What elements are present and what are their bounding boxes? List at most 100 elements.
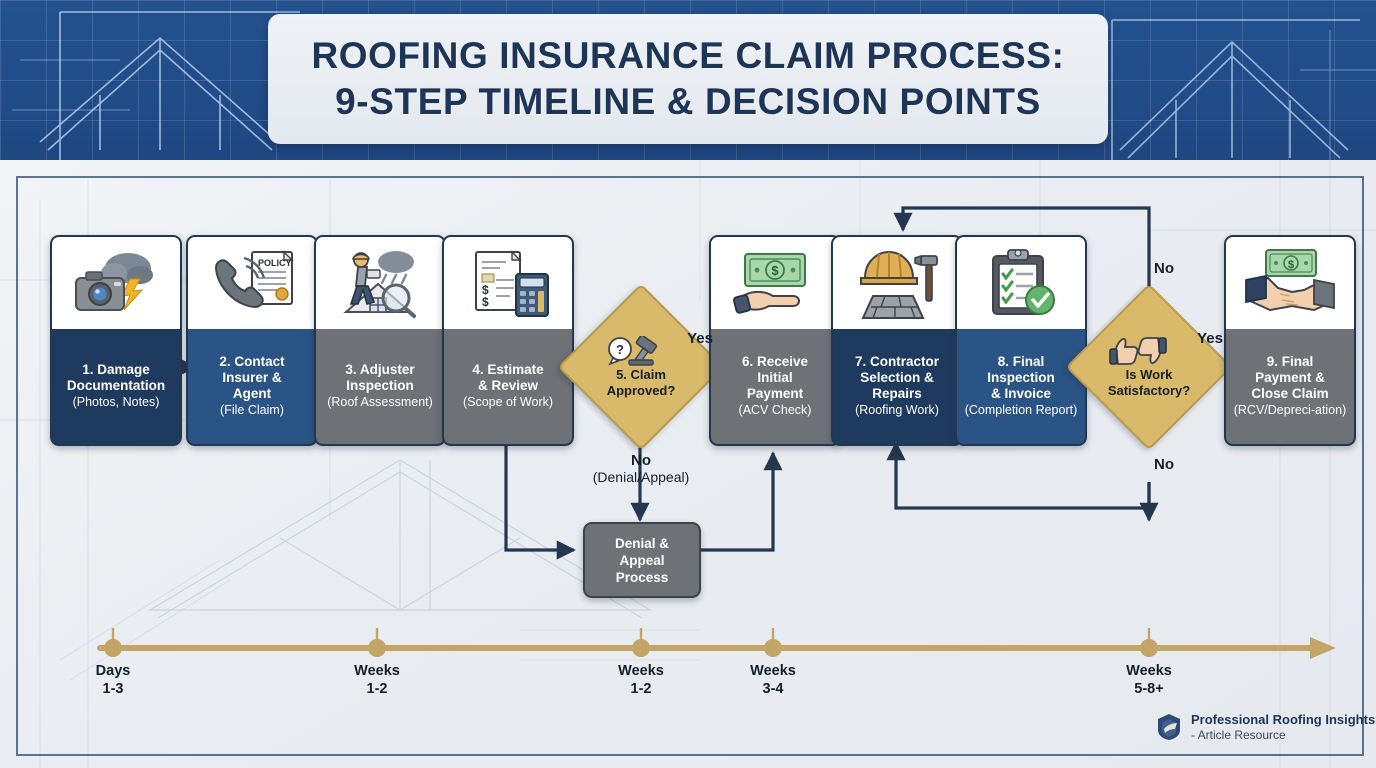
checklist-approved-icon bbox=[957, 237, 1085, 329]
decision-sat-line2: Satisfactory? bbox=[1107, 382, 1191, 398]
step-8-line2: Inspection bbox=[987, 369, 1055, 385]
tl-4-line1: Weeks bbox=[750, 663, 796, 679]
header-banner: ROOFING INSURANCE CLAIM PROCESS: 9-STEP … bbox=[0, 0, 1376, 160]
edge-label-approved-no: No (Denial/Appeal) bbox=[570, 452, 712, 486]
decision-work-satisfactory[interactable]: Is Work Satisfactory? bbox=[1065, 283, 1233, 451]
step-card-6-label: 6. Receive Initial Payment (ACV Check) bbox=[711, 329, 839, 444]
tl-1-line2: 1-3 bbox=[102, 681, 124, 697]
edge-label-approved-yes: Yes bbox=[687, 330, 713, 347]
tl-3-line2: 1-2 bbox=[630, 681, 652, 697]
step-4-line1: 4. Estimate bbox=[472, 361, 544, 377]
step-card-2[interactable]: POLICY bbox=[186, 235, 318, 446]
denial-appeal-box[interactable]: Denial & Appeal Process bbox=[583, 522, 701, 598]
timeline-label-1: Days 1-3 bbox=[53, 662, 173, 698]
step-card-3-label: 3. Adjuster Inspection (Roof Assessment) bbox=[316, 329, 444, 444]
step-card-6[interactable]: $ 6. Receive Initial Payment (ACV Check) bbox=[709, 235, 841, 446]
denial-appeal-text: Denial & Appeal Process bbox=[615, 535, 669, 586]
step-3-sub: (Roof Assessment) bbox=[327, 394, 433, 409]
timeline-label-4: Weeks 3-4 bbox=[713, 662, 833, 698]
decision-5-line1: 5. Claim bbox=[616, 367, 666, 382]
edge-label-sat-no-top: No bbox=[1154, 260, 1174, 277]
step-2-sub: (File Claim) bbox=[220, 402, 284, 417]
step-4-line2: & Review bbox=[477, 377, 539, 393]
step-6-line3: Payment bbox=[746, 385, 804, 401]
decision-sat-text: Is Work Satisfactory? bbox=[1108, 367, 1190, 398]
footer-brand: Professional Roofing Insights bbox=[1191, 712, 1376, 727]
step-card-4-label: 4. Estimate & Review (Scope of Work) bbox=[444, 329, 572, 444]
step-1-line2: Documentation bbox=[66, 377, 166, 393]
step-card-3[interactable]: 3. Adjuster Inspection (Roof Assessment) bbox=[314, 235, 446, 446]
svg-text:POLICY: POLICY bbox=[258, 258, 292, 268]
step-2-line3: Agent bbox=[232, 385, 272, 401]
timeline-label-2: Weeks 1-2 bbox=[317, 662, 437, 698]
diagram-canvas: 1. Damage Documentation (Photos, Notes) … bbox=[0, 160, 1376, 768]
step-card-9[interactable]: $ 9. Final Payment & Close Claim (RCV/De… bbox=[1224, 235, 1356, 446]
denial-line3: Process bbox=[615, 569, 669, 585]
edge-no-sub: (Denial/Appeal) bbox=[592, 469, 690, 485]
footer-tagline: - Article Resource bbox=[1191, 728, 1286, 742]
tl-5-line1: Weeks bbox=[1126, 663, 1172, 679]
camera-storm-icon bbox=[52, 237, 180, 329]
step-card-4[interactable]: $ $ 4. Estimate & R bbox=[442, 235, 574, 446]
edge-label-sat-yes: Yes bbox=[1197, 330, 1223, 347]
adjuster-roof-icon bbox=[316, 237, 444, 329]
decision-5-line2: Approved? bbox=[606, 382, 676, 398]
step-1-sub: (Photos, Notes) bbox=[72, 394, 160, 409]
blueprint-roof-drawing bbox=[12, 11, 1376, 160]
svg-text:$: $ bbox=[1288, 259, 1294, 271]
tl-1-line1: Days bbox=[95, 663, 131, 679]
step-9-sub: (RCV/Depreci-ation) bbox=[1233, 402, 1347, 417]
step-7-sub: (Roofing Work) bbox=[855, 402, 939, 417]
estimate-calculator-icon: $ $ bbox=[444, 237, 572, 329]
svg-text:$: $ bbox=[482, 283, 489, 297]
step-6-sub: (ACV Check) bbox=[738, 402, 812, 417]
timeline-label-5: Weeks 5-8+ bbox=[1089, 662, 1209, 698]
phone-policy-icon: POLICY bbox=[188, 237, 316, 329]
thumbs-updown-icon bbox=[1109, 337, 1167, 365]
step-8-line3: & Invoice bbox=[990, 385, 1052, 401]
tl-3-line1: Weeks bbox=[618, 663, 664, 679]
step-card-9-label: 9. Final Payment & Close Claim (RCV/Depr… bbox=[1226, 329, 1354, 444]
step-card-7[interactable]: 7. Contractor Selection & Repairs (Roofi… bbox=[831, 235, 963, 446]
step-card-8-label: 8. Final Inspection & Invoice (Completio… bbox=[957, 329, 1085, 444]
footer-logo-text: Professional Roofing Insights - Article … bbox=[1191, 713, 1375, 741]
step-8-sub: (Completion Report) bbox=[964, 402, 1078, 417]
step-4-sub: (Scope of Work) bbox=[462, 394, 554, 409]
step-1-line1: 1. Damage bbox=[82, 361, 150, 377]
tl-2-line2: 1-2 bbox=[366, 681, 388, 697]
step-card-7-label: 7. Contractor Selection & Repairs (Roofi… bbox=[833, 329, 961, 444]
footer-logo: Professional Roofing Insights - Article … bbox=[1154, 712, 1375, 742]
step-8-line1: 8. Final bbox=[997, 353, 1045, 369]
tl-4-line2: 3-4 bbox=[762, 681, 784, 697]
step-card-1[interactable]: 1. Damage Documentation (Photos, Notes) bbox=[50, 235, 182, 446]
timeline-label-3: Weeks 1-2 bbox=[581, 662, 701, 698]
tl-5-line2: 5-8+ bbox=[1134, 681, 1164, 697]
step-3-line2: Inspection bbox=[346, 377, 414, 393]
step-9-line2: Payment & bbox=[1255, 369, 1325, 385]
title-card: ROOFING INSURANCE CLAIM PROCESS: 9-STEP … bbox=[268, 14, 1108, 144]
step-9-line1: 9. Final bbox=[1266, 353, 1314, 369]
step-7-line3: Repairs bbox=[872, 385, 922, 401]
step-6-line2: Initial bbox=[757, 369, 793, 385]
step-card-1-label: 1. Damage Documentation (Photos, Notes) bbox=[52, 329, 180, 444]
title-line-1: ROOFING INSURANCE CLAIM PROCESS: bbox=[311, 35, 1065, 76]
tl-2-line1: Weeks bbox=[354, 663, 400, 679]
step-7-line2: Selection & bbox=[860, 369, 934, 385]
step-2-line2: Insurer & bbox=[222, 369, 282, 385]
edge-no-main: No bbox=[631, 452, 651, 469]
denial-line2: Appeal bbox=[619, 552, 665, 568]
cash-in-hand-icon: $ bbox=[711, 237, 839, 329]
decision-5-text: 5. Claim Approved? bbox=[607, 367, 676, 398]
hardhat-hammer-icon bbox=[833, 237, 961, 329]
step-card-8[interactable]: 8. Final Inspection & Invoice (Completio… bbox=[955, 235, 1087, 446]
roof-shield-logo-icon bbox=[1158, 714, 1180, 740]
svg-text:$: $ bbox=[771, 263, 779, 278]
denial-line1: Denial & bbox=[614, 535, 669, 551]
step-2-line1: 2. Contact bbox=[219, 353, 285, 369]
step-9-line3: Close Claim bbox=[1251, 385, 1329, 401]
decision-claim-approved[interactable]: ? 5. Claim Approved? bbox=[557, 283, 725, 451]
svg-text:$: $ bbox=[482, 295, 489, 309]
timeline-axis bbox=[97, 628, 1336, 659]
step-6-line1: 6. Receive bbox=[741, 353, 809, 369]
